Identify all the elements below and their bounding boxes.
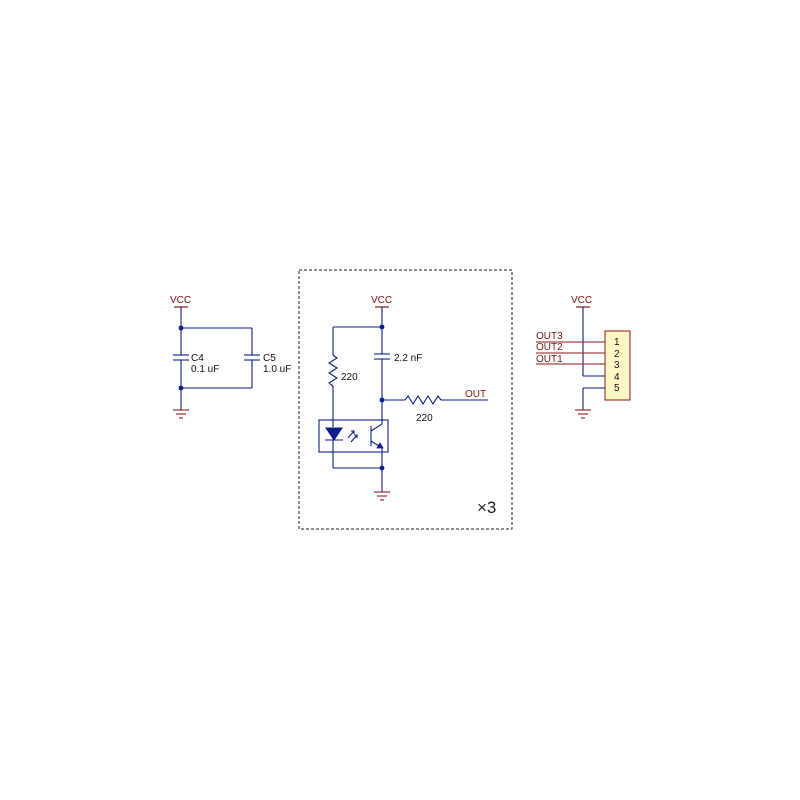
led-resistor xyxy=(327,354,339,387)
vcc-label-left: VCC xyxy=(170,295,191,306)
out-net-label: OUT xyxy=(465,389,486,400)
output-resistor xyxy=(404,394,442,406)
connector-body xyxy=(604,330,631,401)
ground-symbol-right xyxy=(575,409,591,419)
c5-ref: C5 xyxy=(263,353,276,364)
dashed-repeat-box xyxy=(298,269,513,530)
pin-number: 4 xyxy=(614,372,620,383)
phototransistor-symbol xyxy=(370,423,384,449)
net-out3: OUT3 xyxy=(536,331,563,342)
led-symbol xyxy=(325,427,343,441)
pin-number: 3 xyxy=(614,360,620,371)
net-out2: OUT2 xyxy=(536,342,563,353)
ground-symbol-center xyxy=(374,491,390,501)
output-connector: VCC OUT3 OUT2 OUT1 1 2 3 4 5 xyxy=(536,295,631,419)
pin-number: 1 xyxy=(614,337,620,348)
c4-ref: C4 xyxy=(191,353,204,364)
pin-number: 2 xyxy=(614,349,620,360)
capacitor-value: 2.2 nF xyxy=(394,353,422,364)
repeat-multiplier: ×3 xyxy=(477,498,496,517)
output-resistor-value: 220 xyxy=(416,413,433,424)
sensor-package xyxy=(318,419,389,453)
sensor-block: VCC 220 2.2 nF 220 OUT xyxy=(298,269,513,530)
c5-value: 1.0 uF xyxy=(263,364,291,375)
net-out1: OUT1 xyxy=(536,354,563,365)
pin-number: 5 xyxy=(614,383,620,394)
light-emission-arrows xyxy=(347,430,358,443)
decoupling-capacitors: VCC C4 0.1 uF C5 1.0 uF xyxy=(170,295,291,419)
reflectance-sensor xyxy=(318,419,389,468)
led-resistor-value: 220 xyxy=(341,372,358,383)
vcc-label-right: VCC xyxy=(571,295,592,306)
c4-value: 0.1 uF xyxy=(191,364,219,375)
vcc-label-center: VCC xyxy=(371,295,392,306)
ground-symbol-left xyxy=(173,409,189,419)
